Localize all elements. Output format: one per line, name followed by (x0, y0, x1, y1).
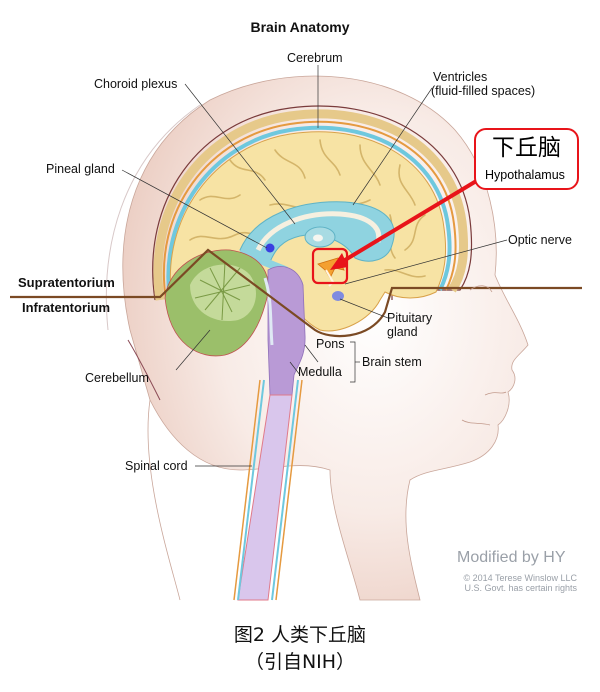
caption-line-1: 图2 人类下丘脑 (233, 624, 367, 646)
label-choroid-plexus: Choroid plexus (94, 77, 178, 91)
label-infratentorium: Infratentorium (22, 300, 111, 315)
callout-chinese-label: 下丘脑 (492, 135, 561, 161)
label-spinal-cord: Spinal cord (125, 459, 188, 473)
tentorium-line (10, 248, 582, 338)
callout-english-label: Hypothalamus (485, 168, 565, 182)
brainstem (233, 266, 306, 601)
label-medulla: Medulla (298, 365, 342, 379)
label-pituitary-gland: Pituitary (387, 311, 433, 325)
copyright-notice: © 2014 Terese Winslow LLC U.S. Govt. has… (455, 573, 577, 593)
label-ventricles-sub: (fluid-filled spaces) (431, 84, 536, 98)
copyright-line-2: U.S. Govt. has certain rights (464, 583, 577, 593)
copyright-line-1: © 2014 Terese Winslow LLC (463, 573, 577, 583)
label-cerebellum: Cerebellum (85, 371, 149, 385)
label-pons: Pons (316, 337, 345, 351)
label-cerebrum: Cerebrum (287, 51, 343, 65)
pituitary-gland-shape (332, 291, 344, 301)
label-supratentorium: Supratentorium (18, 275, 115, 290)
hypothalamus-arrow (330, 178, 480, 270)
leader-lines (121, 65, 508, 467)
face-details (461, 285, 507, 426)
figure-title: Brain Anatomy (250, 19, 350, 35)
hypothalamus-callout: 下丘脑 Hypothalamus (474, 128, 579, 190)
pineal-gland-shape (265, 243, 275, 253)
label-pineal-gland: Pineal gland (46, 162, 115, 176)
label-brain-stem: Brain stem (362, 355, 422, 369)
label-optic-nerve: Optic nerve (508, 233, 572, 247)
watermark-modified-by: Modified by HY (457, 549, 566, 566)
label-ventricles: Ventricles (433, 70, 488, 84)
label-pituitary-gland-sub: gland (387, 325, 418, 339)
skull (152, 105, 473, 301)
caption-line-2: （引自NIH） (244, 651, 356, 673)
